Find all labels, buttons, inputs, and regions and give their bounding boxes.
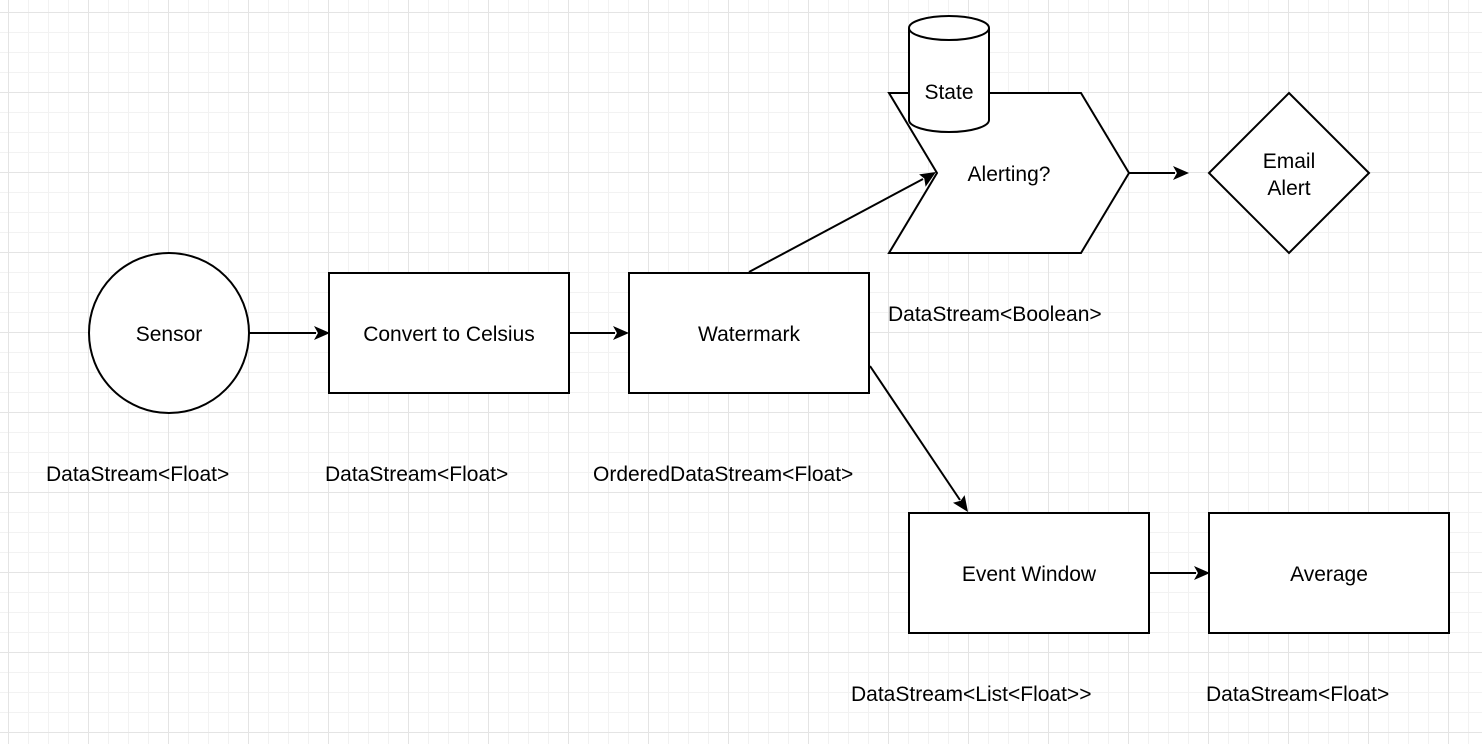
- node-convert-to-celsius[interactable]: Convert to Celsius: [328, 272, 570, 394]
- edges: [249, 166, 1210, 580]
- average-box: [1208, 512, 1450, 634]
- convert-label: Convert to Celsius: [363, 323, 535, 346]
- edge-watermark-to-alerting[interactable]: [748, 172, 936, 273]
- edge-event-window-to-average[interactable]: [1149, 566, 1210, 580]
- sensor-label: Sensor: [136, 323, 203, 346]
- alerting-label: Alerting?: [968, 163, 1051, 186]
- node-state[interactable]: State: [908, 15, 990, 133]
- node-email-alert[interactable]: Email Alert: [1207, 91, 1371, 255]
- state-cylinder-rim: [908, 27, 990, 41]
- convert-type-label: DataStream<Float>: [325, 463, 508, 486]
- sensor-circle: [88, 252, 250, 414]
- watermark-label: Watermark: [698, 323, 800, 346]
- event-window-label: Event Window: [962, 563, 1097, 586]
- alerting-type-label: DataStream<Boolean>: [888, 303, 1102, 326]
- node-watermark[interactable]: Watermark: [628, 272, 870, 394]
- type-annotations: DataStream<Float> DataStream<Float> Orde…: [46, 303, 1389, 706]
- email-alert-label-line1: Email: [1263, 150, 1316, 173]
- email-alert-diamond: [1207, 91, 1371, 255]
- watermark-type-label: OrderedDataStream<Float>: [593, 463, 853, 486]
- watermark-box: [628, 272, 870, 394]
- event-window-type-label: DataStream<List<Float>>: [851, 683, 1091, 706]
- sensor-type-label: DataStream<Float>: [46, 463, 229, 486]
- convert-box: [328, 272, 570, 394]
- edge-alerting-to-email[interactable]: [1129, 166, 1189, 180]
- event-window-box: [908, 512, 1150, 634]
- email-alert-label-line2: Alert: [1267, 177, 1310, 200]
- edge-watermark-to-event-window[interactable]: [869, 365, 968, 512]
- node-average[interactable]: Average: [1208, 512, 1450, 634]
- state-label: State: [924, 81, 973, 104]
- state-cylinder: [908, 15, 990, 133]
- node-sensor[interactable]: Sensor: [88, 252, 250, 414]
- edge-convert-to-watermark[interactable]: [569, 326, 629, 340]
- average-label: Average: [1290, 563, 1368, 586]
- edge-sensor-to-convert[interactable]: [249, 326, 330, 340]
- average-type-label: DataStream<Float>: [1206, 683, 1389, 706]
- node-event-window[interactable]: Event Window: [908, 512, 1150, 634]
